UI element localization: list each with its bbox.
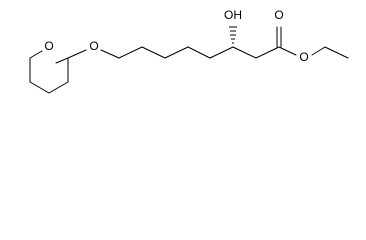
bond-c7-to-c6 [141, 46, 166, 59]
ring-oxygen-label: O [44, 39, 53, 53]
bond-ring-c5-to-c4 [29, 81, 50, 94]
bond-c6-to-c5 [164, 46, 189, 59]
carbonyl-double-bond [276, 26, 282, 48]
bond-c8-to-c7 [118, 46, 143, 59]
bond-ring-c3-to-o [29, 50, 43, 59]
bond-c2-to-c1 [255, 46, 280, 59]
bond-ch2-to-ch3 [324, 46, 349, 59]
bond-ether-o-to-c8 [100, 49, 120, 59]
tetrahydropyran-ring [29, 50, 69, 94]
alkyl-chain [100, 46, 280, 59]
molecule-structure: O O OH O O [29, 8, 349, 94]
bond-c3-to-c2 [232, 46, 257, 59]
ester-oxygen-label: O [299, 50, 308, 64]
bond-ring-c6-to-c5 [48, 81, 69, 94]
hashed-wedge-bond [229, 26, 237, 44]
bond-ester-o-to-ch2 [311, 46, 326, 56]
bond-c4-to-c3 [209, 46, 234, 59]
ether-oxygen-label: O [89, 39, 98, 53]
hydroxyl-label: OH [224, 8, 242, 22]
carbonyl-oxygen-label: O [274, 8, 283, 22]
bond-ring-o-to-c1 [55, 57, 69, 64]
bond-c1-to-ester-o [278, 46, 297, 56]
bond-anomeric-c-to-ether-o [67, 49, 87, 59]
bond-c5-to-c4 [187, 46, 211, 59]
